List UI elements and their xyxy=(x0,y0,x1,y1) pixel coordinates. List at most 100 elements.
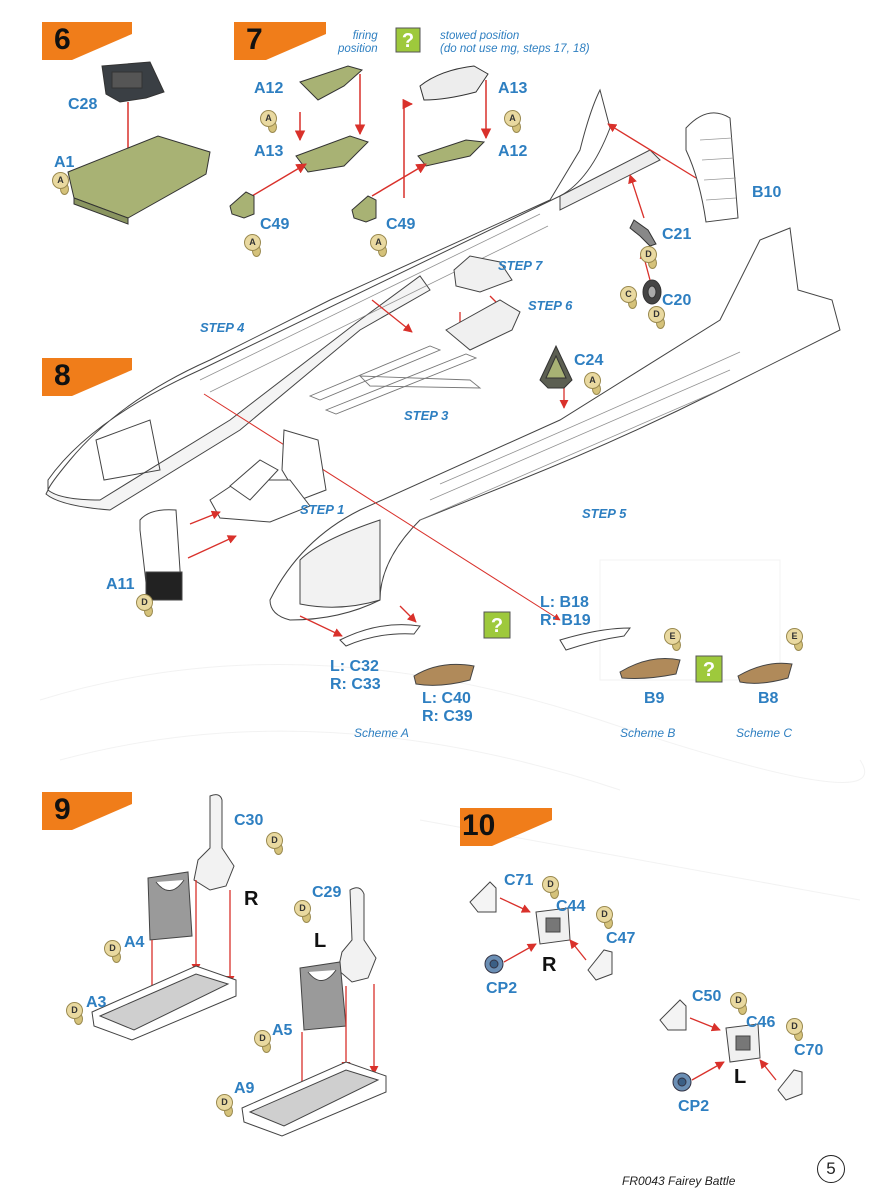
a12-left-part xyxy=(299,65,364,101)
step-9-flag xyxy=(42,792,132,830)
label-b10: B10 xyxy=(752,184,782,201)
step-ref-4: STEP 4 xyxy=(200,320,245,335)
label-b9: B9 xyxy=(644,690,665,707)
sprue-marker-a5: D xyxy=(254,1030,271,1053)
query-box-step7: ? xyxy=(395,27,421,53)
label-c70: C70 xyxy=(794,1042,824,1059)
step-ref-5: STEP 5 xyxy=(582,506,627,521)
label-c29: C29 xyxy=(312,884,342,901)
step-7-flag xyxy=(234,22,326,60)
svg-text:?: ? xyxy=(402,30,414,52)
label-c24: C24 xyxy=(574,352,604,369)
label-c49-right: C49 xyxy=(386,216,416,233)
step-number-8: 8 xyxy=(54,359,71,392)
sprue-marker-a12: A xyxy=(260,110,277,133)
step-10-flag xyxy=(460,808,552,846)
label-b8: B8 xyxy=(758,690,779,707)
label-a1: A1 xyxy=(54,154,75,171)
step-number-9: 9 xyxy=(54,793,71,826)
c20-part xyxy=(642,279,662,305)
label-c47: C47 xyxy=(606,930,636,947)
c71-part xyxy=(469,881,497,913)
fuselage-left-half xyxy=(45,88,661,511)
a11-part xyxy=(139,509,183,601)
sprue-marker-a13-right: A xyxy=(504,110,521,133)
cp2-l-part xyxy=(672,1072,692,1092)
step-number-7: 7 xyxy=(246,23,263,56)
step-ref-3: STEP 3 xyxy=(404,408,449,423)
a9-part xyxy=(241,1061,387,1137)
step-ref-7: STEP 7 xyxy=(498,258,543,273)
label-c49-left: C49 xyxy=(260,216,290,233)
step-number-10: 10 xyxy=(462,809,496,842)
sprue-marker-b8: E xyxy=(786,628,803,651)
c70-part xyxy=(777,1069,803,1101)
a12-right-part xyxy=(417,139,486,167)
label-c44: C44 xyxy=(556,898,586,915)
label-c28: C28 xyxy=(68,96,98,113)
c49-left-part xyxy=(229,191,255,219)
label-cp2-l: CP2 xyxy=(678,1098,710,1115)
b18-b19-part xyxy=(559,627,632,651)
sprue-marker-c20-d: D xyxy=(648,306,665,329)
scheme-c-label: Scheme C xyxy=(736,726,793,740)
label-b18-b19: L: B18 R: B19 xyxy=(540,594,591,629)
a5-part xyxy=(299,961,347,1031)
sprue-marker-b18: E xyxy=(664,628,681,651)
sprue-marker-c46: D xyxy=(786,1018,803,1041)
sprue-marker-a1: A xyxy=(52,172,69,195)
label-a12-right: A12 xyxy=(498,143,528,160)
label-a5: A5 xyxy=(272,1022,293,1039)
query-box-scheme-a: ? xyxy=(483,611,511,639)
label-cp2-r: CP2 xyxy=(486,980,518,997)
side-r-step9: R xyxy=(244,888,259,910)
label-a4: A4 xyxy=(124,934,145,951)
sprue-marker-a11: D xyxy=(136,594,153,617)
c29-part xyxy=(337,887,377,983)
label-a3: A3 xyxy=(86,994,107,1011)
sprue-marker-c44: D xyxy=(596,906,613,929)
kit-code-footer: FR0043 Fairey Battle xyxy=(622,1174,736,1188)
c47-part xyxy=(587,949,613,981)
c24-part xyxy=(539,344,573,389)
label-a11: A11 xyxy=(106,576,135,593)
scheme-b-label: Scheme B xyxy=(620,726,676,740)
side-l-step9: L xyxy=(314,930,327,952)
seat-assembly xyxy=(209,429,327,523)
stowed-position-note: stowed position (do not use mg, steps 17… xyxy=(440,30,590,55)
sprue-marker-a3: D xyxy=(66,1002,83,1025)
c50-part xyxy=(659,999,687,1031)
sprue-marker-c21: D xyxy=(640,246,657,269)
fuselage-right-half xyxy=(269,227,841,621)
svg-text:?: ? xyxy=(703,659,715,681)
sprue-marker-c50: D xyxy=(730,992,747,1015)
sprue-marker-c49-left: A xyxy=(244,234,261,257)
sprue-marker-c49-right: A xyxy=(370,234,387,257)
label-c50: C50 xyxy=(692,988,722,1005)
label-c21: C21 xyxy=(662,226,692,243)
c28-part xyxy=(101,61,165,103)
c32-c33-part xyxy=(339,624,421,647)
sprue-marker-c20-c: C xyxy=(620,286,637,309)
b8-part xyxy=(737,662,793,684)
sprue-marker-c29: D xyxy=(294,900,311,923)
side-r-step10: R xyxy=(542,954,557,976)
a13-right-part xyxy=(419,65,489,101)
label-c46: C46 xyxy=(746,1014,776,1031)
c46-part xyxy=(725,1023,761,1063)
c21-part xyxy=(629,219,657,247)
query-box-scheme-c: ? xyxy=(695,655,723,683)
sprue-marker-a9: D xyxy=(216,1094,233,1117)
c40-c39-part xyxy=(413,663,475,686)
a4-part xyxy=(147,871,193,941)
page-number: 5 xyxy=(817,1155,845,1183)
step-8-flag xyxy=(42,358,132,396)
a3-part xyxy=(91,965,237,1041)
sprue-marker-c24: A xyxy=(584,372,601,395)
label-c20: C20 xyxy=(662,292,692,309)
sprue-marker-c71: D xyxy=(542,876,559,899)
c30-part xyxy=(193,794,235,891)
a13-left-part xyxy=(295,135,369,173)
label-a13-right: A13 xyxy=(498,80,528,97)
